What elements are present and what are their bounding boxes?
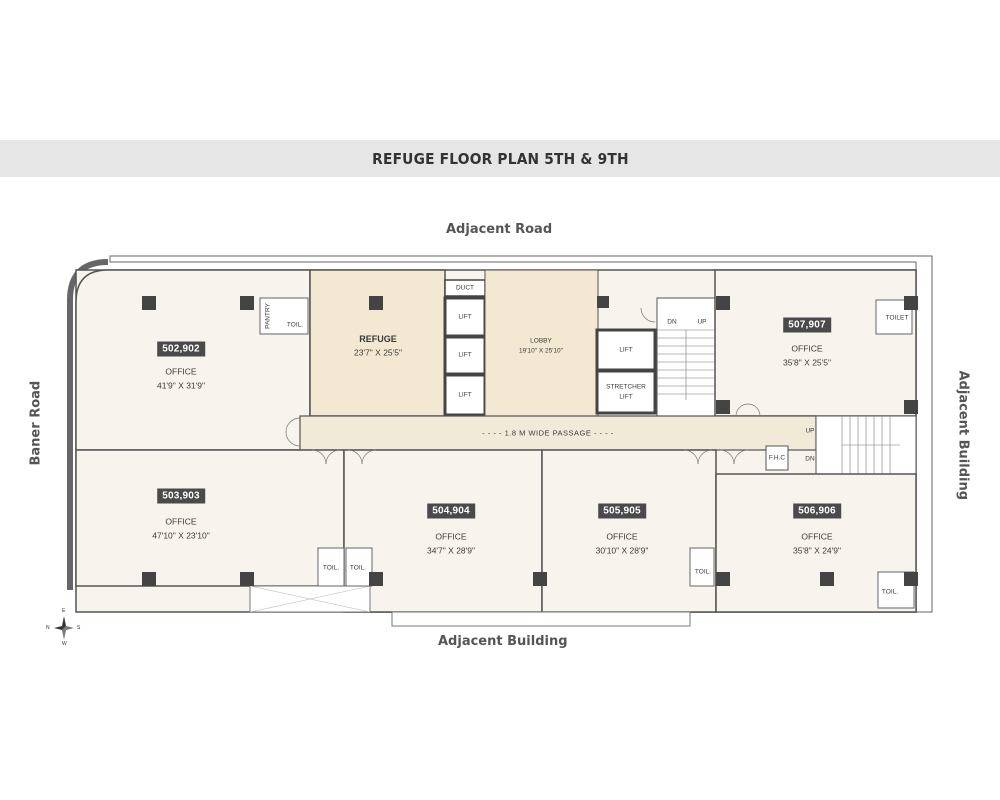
refuge-area — [309, 269, 446, 417]
toilet-503 — [317, 547, 345, 587]
toilet-505 — [689, 547, 715, 587]
stair-1-dn-label: DN — [667, 318, 677, 326]
stretcher-lift-shaft — [595, 369, 657, 415]
compass-icon — [54, 616, 74, 640]
unit-507-area — [714, 269, 917, 417]
stair-2-up-label: UP — [805, 427, 815, 435]
unit-badge-504: 504,904 — [427, 503, 475, 519]
stair-1-treads — [657, 329, 715, 400]
stretcher-lift-label-line-2: LIFT — [619, 393, 633, 401]
toilet-label-502: TOIL. — [286, 321, 304, 329]
lift-label-2: LIFT — [458, 351, 472, 359]
unit-503-name: OFFICE — [165, 516, 197, 527]
refuge-name: REFUGE — [359, 334, 397, 345]
fhc-box — [765, 445, 789, 471]
stair-1-up-label: UP — [697, 318, 707, 326]
bottom-boundary-strip — [391, 611, 691, 627]
lobby-size: 19'10" X 25'10" — [519, 347, 563, 355]
pantry-label-502: PANTRY — [264, 303, 272, 329]
passage-area — [299, 415, 817, 451]
compass-s: S — [77, 625, 81, 631]
compass-w: W — [62, 641, 67, 647]
fhc-label: F.H.C — [768, 454, 786, 462]
toilet-label-503: TOIL. — [322, 564, 340, 572]
toilet-504 — [345, 547, 373, 587]
compass-rose: E N S W — [46, 608, 81, 648]
unit-505-name: OFFICE — [606, 531, 638, 542]
lift-shaft-2 — [443, 335, 487, 376]
lobby-area — [484, 269, 599, 417]
unit-502-name: OFFICE — [165, 366, 197, 377]
lift-shaft-3 — [443, 373, 487, 417]
door-swings — [285, 307, 761, 465]
unit-badge-505: 505,905 — [598, 503, 646, 519]
unit-badge-503: 503,903 — [157, 488, 205, 504]
unit-507-size: 35'8" X 25'5" — [782, 357, 832, 368]
plan-title: REFUGE FLOOR PLAN 5TH & 9TH — [371, 149, 629, 168]
lift-shaft-4 — [595, 328, 657, 372]
unit-badge-502: 502,902 — [157, 341, 205, 357]
stair-2-treads — [841, 416, 900, 474]
duct-label: DUCT — [455, 284, 475, 292]
unit-badge-507: 507,907 — [783, 317, 831, 333]
toilet-label-504: TOIL. — [349, 564, 367, 572]
structural-columns — [142, 296, 918, 586]
unit-506-size: 35'8" X 24'9" — [792, 545, 842, 556]
road-label-bottom: Adjacent Building — [438, 634, 568, 649]
toilet-label-506: TOIL. — [881, 588, 899, 596]
unit-502-area — [75, 269, 311, 451]
unit-504-name: OFFICE — [435, 531, 467, 542]
title-band: REFUGE FLOOR PLAN 5TH & 9TH — [0, 140, 1000, 177]
refuge-size: 23'7" X 25'5" — [353, 347, 403, 358]
stretcher-lift-label-line-1: STRETCHER — [606, 383, 646, 391]
unit-505-size: 30'10" X 28'9" — [595, 545, 649, 556]
compass-n: N — [46, 625, 50, 631]
lift-label-3: LIFT — [458, 391, 472, 399]
unit-503-size: 47'10" X 23'10" — [152, 530, 210, 541]
unit-504-size: 34'7" X 28'9" — [426, 545, 476, 556]
pantry-toilet-502 — [259, 297, 309, 335]
unit-503-area — [75, 449, 345, 587]
unit-507-name: OFFICE — [791, 343, 823, 354]
unit-badge-506: 506,906 — [793, 503, 841, 519]
road-label-top: Adjacent Road — [446, 222, 553, 237]
unit-506-name: OFFICE — [801, 531, 833, 542]
unit-502-size: 41'9" X 31'9" — [156, 380, 206, 391]
lobby-name: LOBBY — [530, 337, 552, 345]
toilet-label-507: TOILET — [885, 314, 909, 322]
compass-e: E — [62, 608, 66, 614]
toilet-label-505: TOIL. — [694, 568, 712, 576]
lift-label-1: LIFT — [458, 313, 472, 321]
passage-label: - - - - 1.8 M WIDE PASSAGE - - - - — [482, 428, 614, 438]
stair-2-dn-label: DN — [805, 455, 815, 463]
lift-label-4: LIFT — [619, 346, 633, 354]
